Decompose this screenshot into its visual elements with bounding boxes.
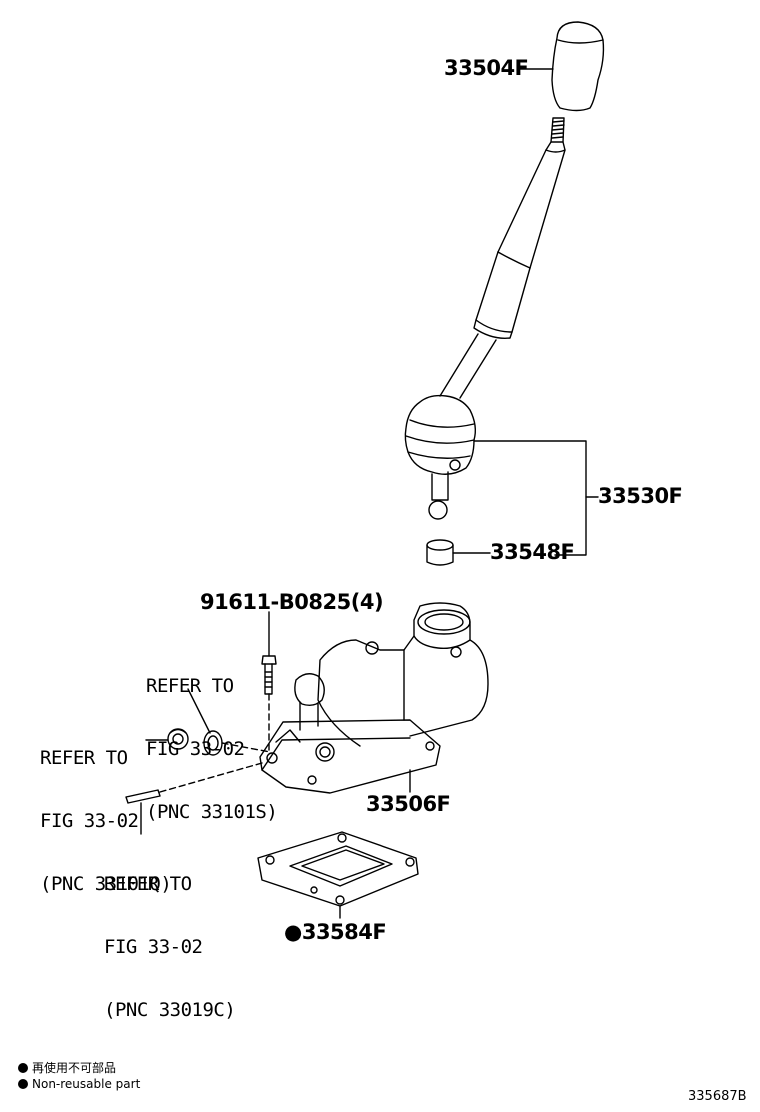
leader-lever-bracket (473, 440, 587, 556)
legend-en: Non-reusable part (18, 1077, 140, 1091)
legend-jp: 再使用不可部品 (18, 1061, 116, 1075)
reference-line: REFER TO (146, 675, 234, 697)
lever-thread-drawing (550, 117, 565, 143)
reference-33101q[interactable]: REFER TO FIG 33-02 (PNC 33101Q) (40, 706, 172, 916)
pin-axis (159, 762, 263, 793)
plug-axis (221, 742, 271, 753)
legend-dot-icon (18, 1079, 28, 1089)
figure-id: 335687B (688, 1089, 747, 1104)
part-number-housing[interactable]: 33506F (366, 792, 451, 816)
leader-ref1 (187, 688, 211, 734)
reference-line: REFER TO (40, 747, 128, 769)
lever-boot-drawing (404, 394, 477, 520)
reference-33101s[interactable]: REFER TO FIG 33-02 (PNC 33101S) (146, 634, 278, 844)
reference-line: (PNC 33019C) (104, 999, 236, 1021)
part-number-lever-assy[interactable]: 33530F (598, 484, 683, 508)
part-number-bolt[interactable]: 91611-B0825(4) (200, 590, 384, 614)
legend-jp-text: 再使用不可部品 (32, 1061, 117, 1075)
part-number-bushing[interactable]: 33548F (490, 540, 575, 564)
reference-line: (PNC 33101Q) (40, 873, 172, 895)
non-reusable-marker: ● (284, 920, 302, 944)
lever-shaft-drawing (439, 141, 566, 399)
legend-en-text: Non-reusable part (32, 1077, 141, 1091)
pin-drawing (125, 789, 161, 804)
legend-dot-icon (18, 1063, 28, 1073)
reference-line: FIG 33-02 (40, 810, 139, 832)
reference-33019c[interactable]: REFER TO FIG 33-02 (PNC 33019C) (104, 832, 236, 1042)
part-number-knob[interactable]: 33504F (444, 56, 529, 80)
part-number-gasket-code: 33584F (301, 920, 387, 944)
reference-line: REFER TO (104, 873, 192, 895)
housing-drawing (259, 602, 489, 794)
reference-line: FIG 33-02 (104, 936, 203, 958)
reference-line: (PNC 33101S) (146, 801, 278, 823)
shift-knob-drawing (551, 21, 605, 112)
gasket-drawing (257, 831, 419, 907)
reference-line: FIG 33-02 (146, 738, 245, 760)
part-number-gasket[interactable]: ●33584F (284, 920, 387, 944)
bushing-drawing (426, 539, 454, 566)
